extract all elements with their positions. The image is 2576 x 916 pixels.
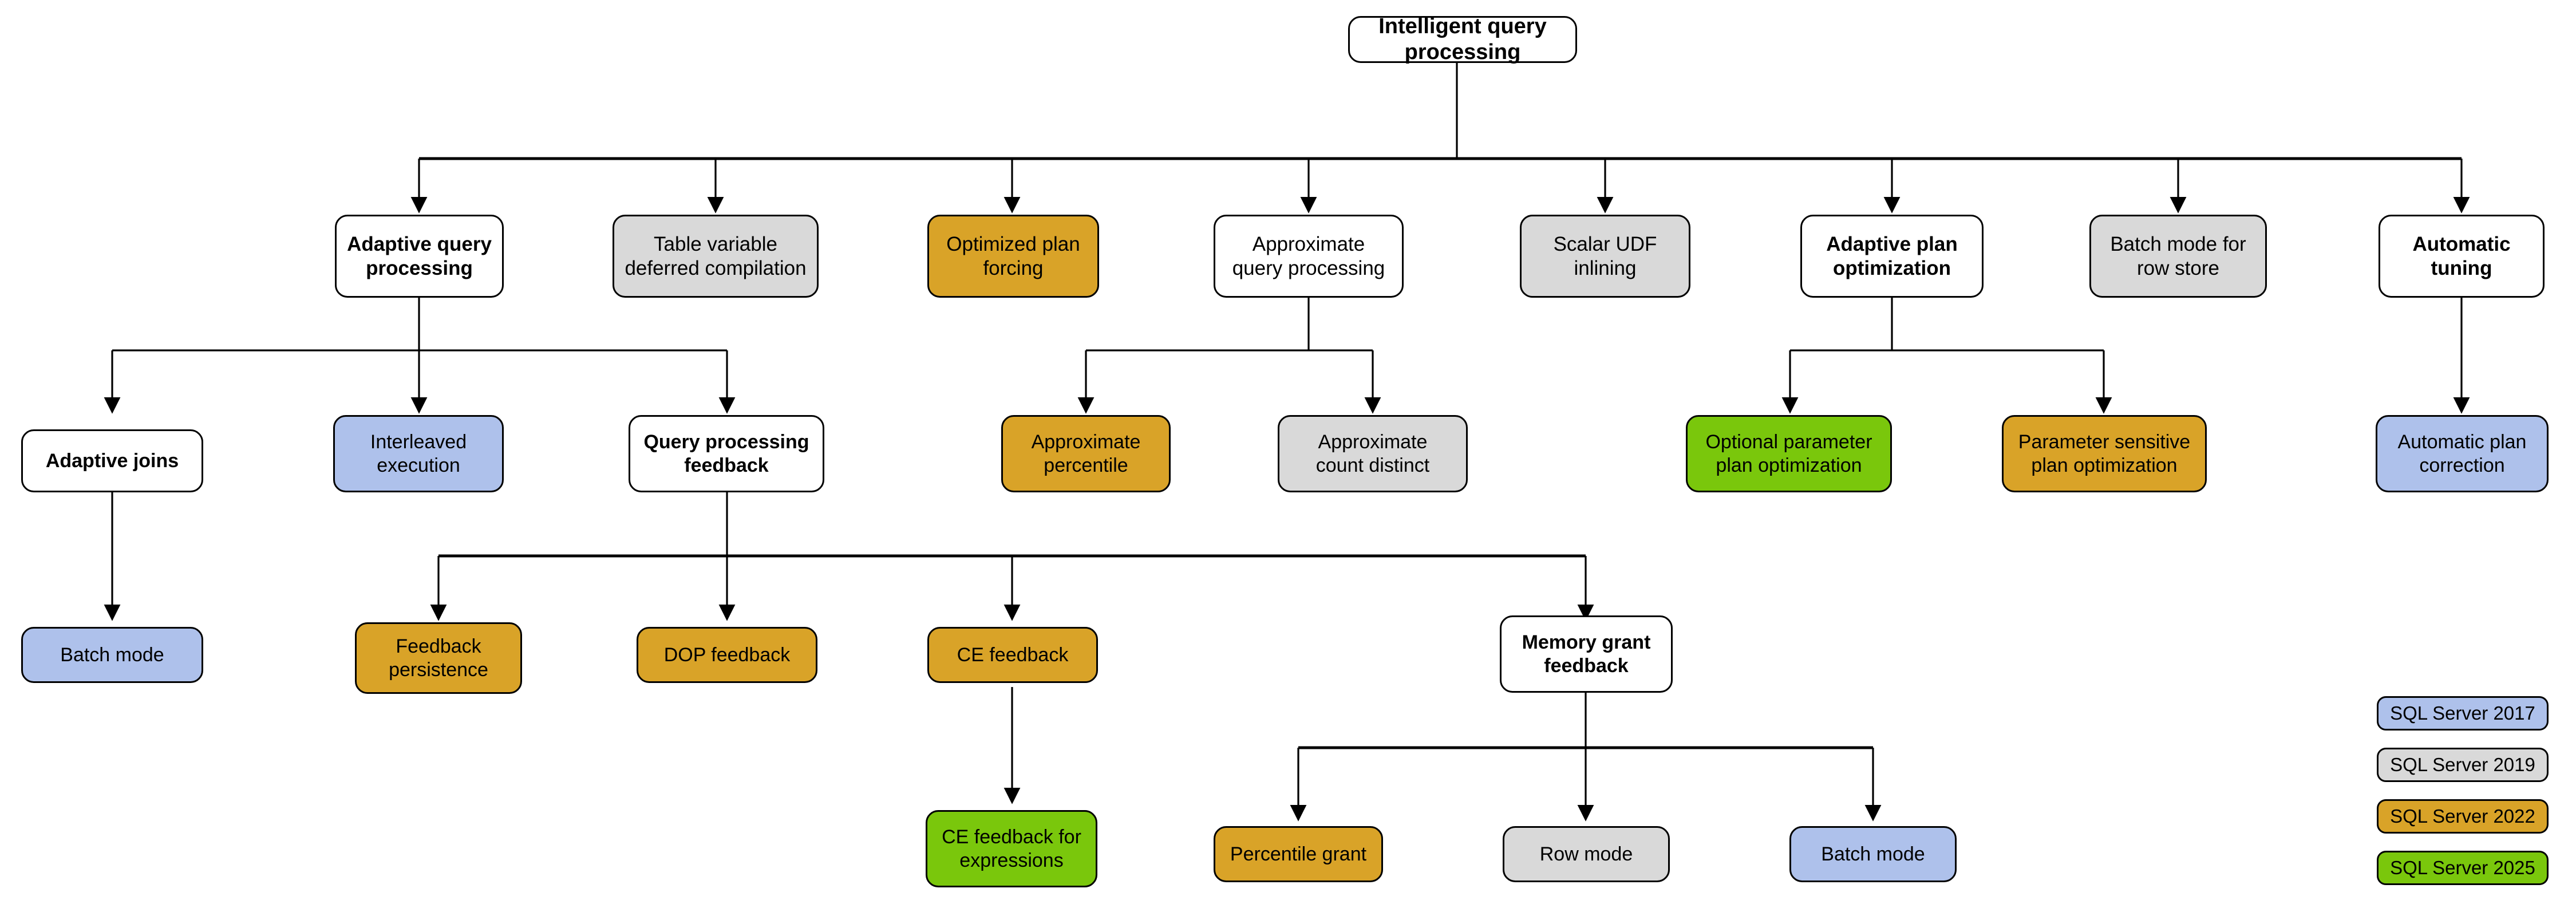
legend-item-sql-server-2017[interactable]: SQL Server 2017	[2377, 696, 2549, 731]
node-adaptive-joins[interactable]: Adaptive joins	[21, 429, 203, 492]
node-label: Automatic tuning	[2412, 233, 2511, 279]
node-batch-mode-for-row-store[interactable]: Batch mode for row store	[2089, 215, 2267, 298]
node-optimized-plan-forcing[interactable]: Optimized plan forcing	[927, 215, 1099, 298]
legend-label: SQL Server 2017	[2390, 702, 2535, 724]
node-table-variable-deferred-compilation[interactable]: Table variable deferred compilation	[613, 215, 819, 298]
node-label: Percentile grant	[1230, 843, 1367, 865]
node-label: Table variable deferred compilation	[625, 233, 807, 279]
node-memory-grant-feedback[interactable]: Memory grant feedback	[1500, 615, 1673, 693]
node-ce-feedback-for-expressions[interactable]: CE feedback for expressions	[926, 810, 1097, 887]
node-label: DOP feedback	[663, 643, 791, 666]
node-adaptive-plan-optimization[interactable]: Adaptive plan optimization	[1800, 215, 1984, 298]
legend-item-sql-server-2019[interactable]: SQL Server 2019	[2377, 748, 2549, 782]
node-label: Parameter sensitive plan optimization	[2018, 431, 2191, 476]
node-batch-mode-memory-grant[interactable]: Batch mode	[1789, 826, 1957, 882]
node-label: Scalar UDF inlining	[1553, 233, 1657, 279]
node-parameter-sensitive-plan-optimization[interactable]: Parameter sensitive plan optimization	[2002, 415, 2207, 492]
node-label: Batch mode for row store	[2110, 233, 2246, 279]
node-label: Automatic plan correction	[2397, 431, 2527, 476]
node-label: Approximate percentile	[1031, 431, 1141, 476]
node-query-processing-feedback[interactable]: Query processing feedback	[629, 415, 824, 492]
legend-item-sql-server-2025[interactable]: SQL Server 2025	[2377, 851, 2549, 885]
legend-label: SQL Server 2022	[2390, 806, 2535, 827]
legend-label: SQL Server 2025	[2390, 857, 2535, 878]
node-label: Query processing feedback	[643, 431, 809, 476]
node-interleaved-execution[interactable]: Interleaved execution	[333, 415, 504, 492]
node-automatic-tuning[interactable]: Automatic tuning	[2379, 215, 2545, 298]
node-row-mode[interactable]: Row mode	[1503, 826, 1670, 882]
node-feedback-persistence[interactable]: Feedback persistence	[355, 622, 522, 694]
node-label: Approximate query processing	[1232, 233, 1385, 279]
node-label: Intelligent query processing	[1378, 14, 1547, 64]
node-automatic-plan-correction[interactable]: Automatic plan correction	[2376, 415, 2549, 492]
node-approximate-query-processing[interactable]: Approximate query processing	[1214, 215, 1404, 298]
node-label: Optional parameter plan optimization	[1705, 431, 1872, 476]
node-label: Memory grant feedback	[1522, 631, 1651, 677]
legend-label: SQL Server 2019	[2390, 754, 2535, 775]
node-label: Interleaved execution	[370, 431, 467, 476]
node-intelligent-query-processing[interactable]: Intelligent query processing	[1348, 14, 1577, 64]
node-label: Adaptive query processing	[347, 233, 492, 279]
node-label: Optimized plan forcing	[946, 233, 1080, 279]
node-label: CE feedback for expressions	[942, 826, 1081, 871]
node-label: CE feedback	[957, 643, 1069, 666]
node-label: Approximate count distinct	[1315, 431, 1430, 476]
node-approximate-count-distinct[interactable]: Approximate count distinct	[1278, 415, 1468, 492]
node-label: Adaptive plan optimization	[1826, 233, 1958, 279]
node-label: Feedback persistence	[389, 635, 488, 681]
node-dop-feedback[interactable]: DOP feedback	[637, 627, 817, 683]
legend-item-sql-server-2022[interactable]: SQL Server 2022	[2377, 799, 2549, 834]
node-scalar-udf-inlining[interactable]: Scalar UDF inlining	[1520, 215, 1690, 298]
node-label: Adaptive joins	[45, 449, 179, 472]
node-approximate-percentile[interactable]: Approximate percentile	[1001, 415, 1171, 492]
node-percentile-grant[interactable]: Percentile grant	[1214, 826, 1383, 882]
node-label: Batch mode	[60, 643, 164, 666]
node-label: Row mode	[1539, 843, 1633, 865]
node-label: Batch mode	[1821, 843, 1925, 865]
node-adaptive-query-processing[interactable]: Adaptive query processing	[335, 215, 504, 298]
node-batch-mode-adaptive-joins[interactable]: Batch mode	[21, 627, 203, 683]
node-optional-parameter-plan-optimization[interactable]: Optional parameter plan optimization	[1686, 415, 1892, 492]
node-ce-feedback[interactable]: CE feedback	[927, 627, 1098, 683]
